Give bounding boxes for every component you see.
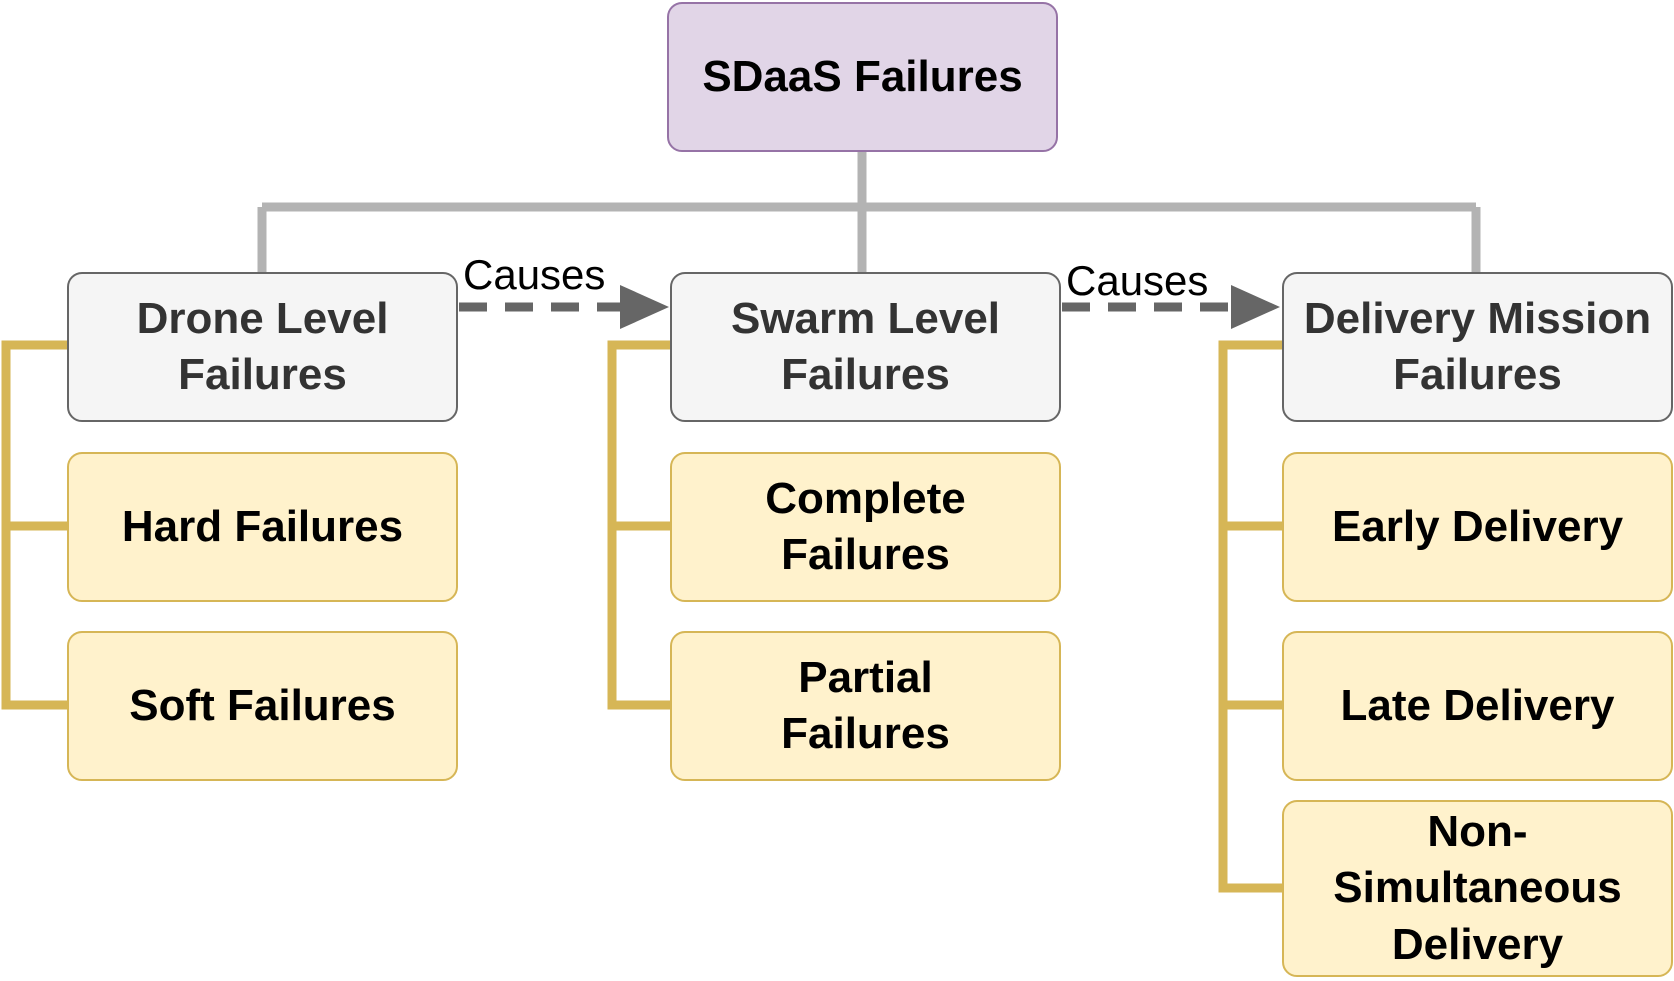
root-node: SDaaS Failures	[667, 2, 1058, 152]
swarm-bracket	[607, 340, 670, 710]
category-swarm-level: Swarm Level Failures	[670, 272, 1061, 422]
leaf-label: Late Delivery	[1340, 680, 1615, 730]
category-drone-level: Drone Level Failures	[67, 272, 458, 422]
drone-bracket	[1, 340, 68, 710]
hierarchy-lines	[257, 152, 1481, 272]
leaf-partial-failures: Partial Failures	[670, 631, 1061, 781]
leaf-early-delivery: Early Delivery	[1282, 452, 1673, 602]
leaf-label: Non-Simultaneous Delivery	[1333, 807, 1622, 969]
leaf-late-delivery: Late Delivery	[1282, 631, 1673, 781]
leaf-soft-failures: Soft Failures	[67, 631, 458, 781]
causes-arrowhead-2	[1231, 285, 1280, 329]
leaf-complete-failures: Complete Failures	[670, 452, 1061, 602]
leaf-hard-failures: Hard Failures	[67, 452, 458, 602]
causes-label-2: Causes	[1066, 257, 1209, 304]
category-delivery-mission: Delivery Mission Failures	[1282, 272, 1673, 422]
category-label: Delivery Mission Failures	[1303, 293, 1652, 399]
root-label: SDaaS Failures	[702, 51, 1023, 101]
causes-label-1: Causes	[463, 251, 606, 298]
leaf-label: Partial Failures	[781, 652, 950, 758]
leaf-non-simultaneous-delivery: Non-Simultaneous Delivery	[1282, 800, 1673, 977]
delivery-bracket	[1218, 340, 1282, 893]
category-label: Drone Level Failures	[136, 293, 389, 399]
leaf-label: Soft Failures	[129, 680, 396, 730]
leaf-label: Complete Failures	[765, 473, 966, 579]
subtype-brackets	[1, 340, 1282, 893]
leaf-label: Early Delivery	[1331, 501, 1624, 551]
causes-arrowhead-1	[620, 285, 669, 329]
leaf-label: Hard Failures	[121, 501, 404, 551]
category-label: Swarm Level Failures	[730, 293, 1001, 399]
